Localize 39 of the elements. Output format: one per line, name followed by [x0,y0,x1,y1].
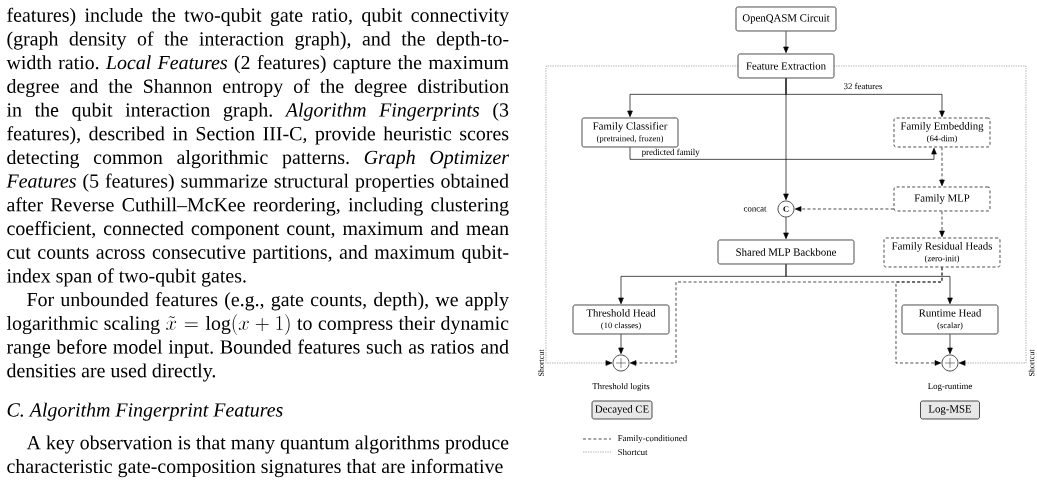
body-paragraph: For unbounded features (e.g., gate counts, depth), we apply logarithmic scaling $\tilde{x} = \log(x+1)$ to compress their dynamic range before model input. Bounded features such as ratios and densities are used directly. [6,292,509,382]
arrow [785,264,953,305]
legend-text: Family-conditioned [617,435,687,443]
edge-label: predicted family [641,148,700,157]
process-box: Shared MLP Backbone [717,239,855,265]
loss-box: Decayed CE [591,400,653,420]
section-heading: C. Algorithm Fingerprint Features [7,402,283,421]
process-box: Family Classifier (pretrained, frozen) [581,117,679,148]
edge-label: Shortcut [538,349,544,376]
edge-label: 32 features [842,81,884,91]
arrow [618,334,624,355]
process-box: Feature Extraction [737,53,835,79]
caption-label: concat [743,206,767,212]
plus-circle [612,354,630,372]
dashed-arrow [895,267,943,366]
process-box: Family MLP [893,186,991,212]
loss-box: Log-MSE [920,400,980,420]
process-box: Runtime Head (scalar) [901,304,999,335]
arrow [947,334,953,355]
dashed-arrow [939,211,945,238]
process-box: Family Embedding (64-dim) [893,117,991,148]
body-paragraph: features) include the two-qubit gate ratio, qubit connectivity (graph density of the interaction graph), and the depth-to-width ratio. Local Features (2 features) capture the maximum degree and the Shannon entropy of the degree distribution in the qubit interaction graph. Algorithm Fingerprints (3 features), described in Section III-C, provide heuristic scores detecting common algorithmic patterns. Graph Optimizer Features (5 features) summarize structural properties obtained after Reverse Cuthill–McKee reordering, including clustering coefficient, connected component count, maximum and mean cut counts across consecutive partitions, and maximum qubit-index span of two-qubit gates. [6,7,510,287]
arrow [783,217,789,240]
process-box: Family Residual Heads (zero-init) [883,237,1001,268]
arrow [629,147,937,160]
dotted-arrow [834,65,1027,366]
edge-label: Shortcut [1028,349,1035,376]
caption-label: Threshold logits [592,383,650,391]
dotted-arrow [545,65,738,366]
body-paragraph: A key observation is that many quantum algorithms produce characteristic gate-composition signatures that are informative [7,435,509,478]
process-box: OpenQASM Circuit [735,6,837,32]
dashed-arrow [939,147,945,187]
plus-circle [941,354,959,372]
legend-text: Shortcut [618,448,648,456]
arrow [783,78,789,201]
dashed-arrow [794,206,894,212]
arrow [783,31,789,54]
process-box: Threshold Head (10 classes) [572,304,670,335]
caption-label: Log-runtime [928,383,972,391]
